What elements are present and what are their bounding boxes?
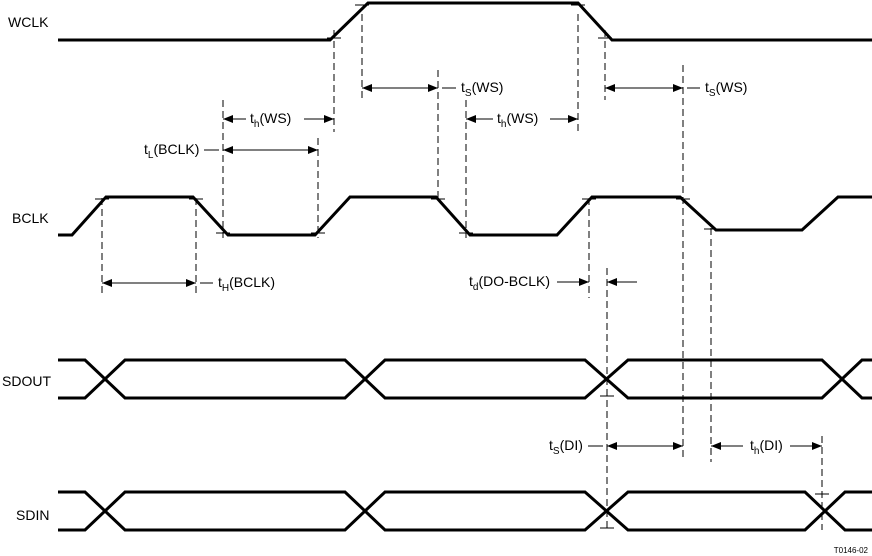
th-ws-1-label: th(WS) xyxy=(250,110,291,130)
th-bclk-label: tH(BCLK) xyxy=(218,274,275,294)
dim-th-ws-2: th(WS) xyxy=(466,110,578,130)
dim-tl-bclk: tL(BCLK) xyxy=(144,141,318,161)
sdout-waveform xyxy=(58,358,872,400)
bclk-label: BCLK xyxy=(12,210,49,226)
sdin-waveform xyxy=(58,490,872,532)
ts-ws-2-label: tS(WS) xyxy=(705,79,747,99)
ts-ws-1-label: tS(WS) xyxy=(461,79,503,99)
transition-ticks xyxy=(95,4,829,529)
sdin-label: SDIN xyxy=(16,507,49,523)
reference-lines xyxy=(101,14,823,530)
ts-di-label: tS(DI) xyxy=(549,437,583,457)
dim-ts-ws-2: tS(WS) xyxy=(605,79,747,99)
th-di-label: th(DI) xyxy=(750,437,783,457)
sdout-label: SDOUT xyxy=(2,373,51,389)
dim-ts-ws-1: tS(WS) xyxy=(362,79,503,99)
dim-ts-di: tS(DI) xyxy=(549,437,683,457)
wclk-label: WCLK xyxy=(8,14,49,30)
dim-td-do-bclk: td(DO-BCLK) xyxy=(469,273,637,293)
tl-bclk-label: tL(BCLK) xyxy=(144,141,199,161)
wclk-waveform xyxy=(58,1,872,42)
dim-th-ws-1: th(WS) xyxy=(223,110,334,130)
bclk-waveform xyxy=(58,195,872,237)
td-do-bclk-label: td(DO-BCLK) xyxy=(469,273,550,293)
th-ws-2-label: th(WS) xyxy=(497,110,538,130)
figure-code: T0146-02 xyxy=(834,546,869,555)
dim-th-di: th(DI) xyxy=(711,437,822,457)
dim-th-bclk: tH(BCLK) xyxy=(102,274,275,294)
